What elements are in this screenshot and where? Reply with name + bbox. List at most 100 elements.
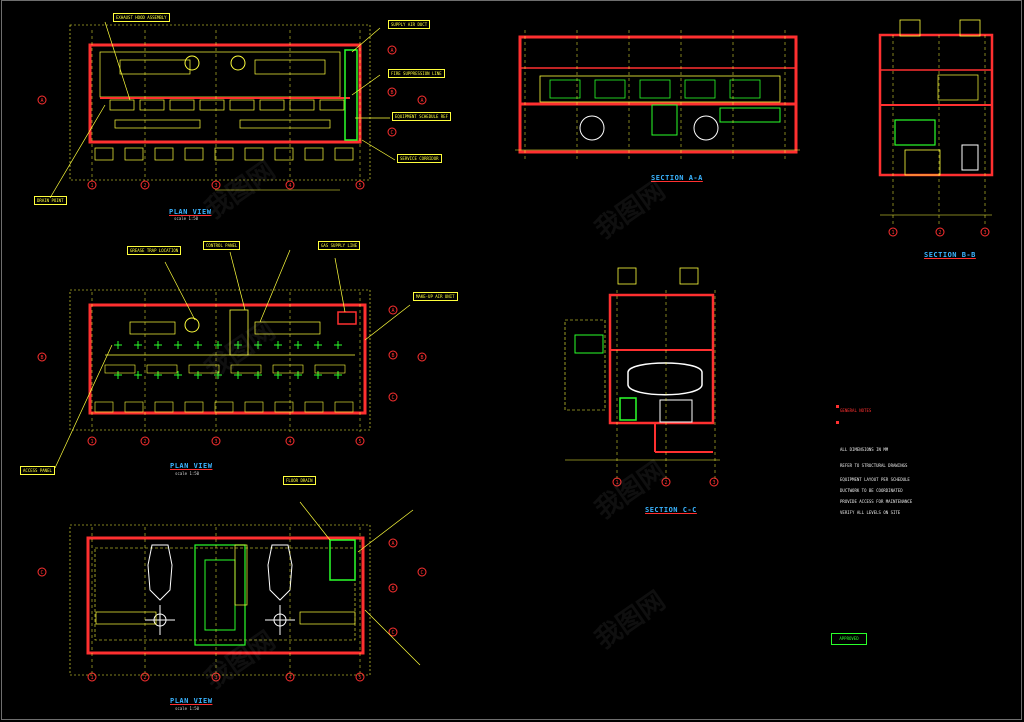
plan-view-2-scale: scale 1:50 xyxy=(175,471,200,476)
grid-bubble-label: 3 xyxy=(712,480,715,486)
grid-bubble xyxy=(140,180,150,190)
grid-bubble xyxy=(140,436,150,446)
plan3-leader xyxy=(364,609,421,666)
plan2-footing xyxy=(274,401,294,413)
secA-riser xyxy=(651,104,678,136)
grid-bubble-label: 5 xyxy=(358,439,361,445)
plan2-table xyxy=(272,364,304,374)
notes-bullet xyxy=(836,405,839,408)
plan3-fan-hub xyxy=(273,613,287,627)
plan-view-3-title: PLAN VIEW xyxy=(170,697,213,705)
plan1-bench xyxy=(239,119,331,129)
plan1-equipment xyxy=(109,99,135,111)
grid-bubble xyxy=(355,436,365,446)
grid-bubble-label: 2 xyxy=(143,675,146,681)
secA-fan xyxy=(579,115,605,141)
grid-bubble-label: A xyxy=(391,308,394,314)
secA-duct xyxy=(719,107,781,123)
secA-fan xyxy=(693,115,719,141)
plan3-bench xyxy=(299,611,356,625)
plan3-riser xyxy=(234,544,248,606)
plan-view-2-title: PLAN VIEW xyxy=(170,462,213,470)
secC-equipment xyxy=(574,334,604,354)
secA-equipment xyxy=(594,79,626,99)
plan1-duct xyxy=(344,49,358,141)
section-c-title: SECTION C-C xyxy=(645,506,697,514)
secB-equipment xyxy=(904,149,941,176)
callout-box: SERVICE CORRIDOR xyxy=(397,154,442,163)
grid-bubble-label: B xyxy=(391,586,394,592)
grid-bubble-label: 4 xyxy=(288,439,291,445)
grid-bubble xyxy=(285,436,295,446)
approval-stamp: APPROVED xyxy=(831,633,867,645)
plan3-duct-inner xyxy=(204,559,236,631)
grid-bubble-label: 2 xyxy=(664,480,667,486)
callout-box: CONTROL PANEL xyxy=(203,241,241,250)
secA-equipment xyxy=(729,79,761,99)
grid-bubble xyxy=(388,627,398,637)
note-line-6: VERIFY ALL LEVELS ON SITE xyxy=(840,510,901,515)
plan1-equipment xyxy=(259,99,285,111)
secA-equipment xyxy=(684,79,716,99)
grid-bubble xyxy=(140,672,150,682)
plan2-panel xyxy=(337,311,357,325)
plan2-leader xyxy=(229,251,246,311)
grid-bubble xyxy=(612,477,622,487)
plan3-wall xyxy=(86,536,365,655)
plan2-leader xyxy=(364,304,411,341)
secC-wall xyxy=(608,293,715,425)
plan1-dim-frame xyxy=(69,24,371,181)
plan2-dim-frame xyxy=(69,289,371,431)
grid-bubble-label: 1 xyxy=(891,230,894,236)
plan3-duct-main xyxy=(194,544,246,646)
secC-unit xyxy=(619,397,637,421)
plan2-counter xyxy=(254,321,321,335)
secC-motor xyxy=(659,399,693,423)
secA-equipment xyxy=(549,79,581,99)
grid-bubble-label: C xyxy=(40,570,43,576)
grid-bubble xyxy=(980,227,990,237)
grid-bubble-label: B xyxy=(40,355,43,361)
plan1-footing xyxy=(244,147,264,161)
secB-stack xyxy=(899,19,921,37)
section-b-title: SECTION B-B xyxy=(924,251,976,259)
callout-box: EQUIPMENT SCHEDULE REF xyxy=(392,112,451,121)
plan1-footing xyxy=(304,147,324,161)
plan2-footing xyxy=(184,401,204,413)
plan1-leader xyxy=(351,27,381,53)
plan1-equipment xyxy=(319,99,345,111)
grid-bubble xyxy=(211,672,221,682)
secB-motor xyxy=(961,144,979,171)
grid-bubble xyxy=(37,95,47,105)
grid-bubble-label: C xyxy=(420,570,423,576)
grid-bubble xyxy=(888,227,898,237)
plan3-fan-hub xyxy=(153,613,167,627)
section-a-title: SECTION A-A xyxy=(651,174,703,182)
secC-duct xyxy=(627,362,703,396)
plan1-footing xyxy=(334,147,354,161)
grid-bubble xyxy=(417,95,427,105)
plan3-unit xyxy=(329,539,356,581)
plan-view-1-scale: scale 1:50 xyxy=(174,216,199,221)
secC-frame xyxy=(564,319,606,411)
grid-bubble xyxy=(37,352,47,362)
callout-box: GREASE TRAP LOCATION xyxy=(127,246,182,255)
grid-bubble xyxy=(935,227,945,237)
plan1-leader xyxy=(351,74,381,96)
grid-bubble-label: 4 xyxy=(288,183,291,189)
grid-bubble-label: 1 xyxy=(615,480,618,486)
plan1-leader xyxy=(49,104,106,199)
plan1-room xyxy=(99,51,341,98)
grid-bubble-label: B xyxy=(390,90,393,96)
notes-bullet xyxy=(836,421,839,424)
grid-bubble-label: 3 xyxy=(983,230,986,236)
plan2-footing xyxy=(334,401,354,413)
grid-bubble xyxy=(87,180,97,190)
grid-bubble-label: 3 xyxy=(214,183,217,189)
grid-bubble xyxy=(87,672,97,682)
plan2-footing xyxy=(244,401,264,413)
plan2-wall xyxy=(88,303,367,415)
plan1-footing xyxy=(184,147,204,161)
plan2-leader xyxy=(164,261,196,321)
